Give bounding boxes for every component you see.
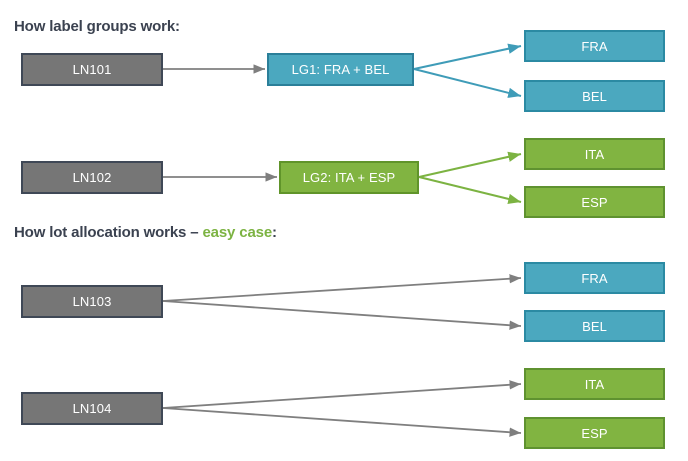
heading-accent-easy-case: easy case [202,224,273,241]
connector-lg2-esp [418,176,522,205]
node-esp-top[interactable]: ESP [524,186,665,218]
node-lg2[interactable]: LG2: ITA + ESP [279,161,419,194]
node-label: ESP [581,194,608,210]
node-label: LN104 [72,401,112,416]
section-heading-lot-allocation: How lot allocation works – easy case: [14,224,277,241]
node-fra-bottom[interactable]: FRA [524,262,665,294]
node-fra-top[interactable]: FRA [524,30,665,62]
node-label: FRA [581,270,608,286]
node-ita-bottom[interactable]: ITA [524,368,665,400]
node-ln101[interactable]: LN101 [21,53,163,86]
node-label: LG2: ITA + ESP [302,170,396,185]
node-ita-top[interactable]: ITA [524,138,665,170]
node-label: ITA [584,376,605,392]
node-label: FRA [581,38,608,54]
node-label: ITA [584,146,605,162]
connector-ln104-esp [162,407,522,437]
connector-ln104-ita [162,380,522,409]
node-label: LN103 [72,294,112,309]
node-label: LN102 [72,170,112,185]
node-esp-bottom[interactable]: ESP [524,417,665,449]
node-ln102[interactable]: LN102 [21,161,163,194]
heading-text-part: How lot allocation works – [14,224,203,241]
node-label: LG1: FRA + BEL [291,62,390,77]
heading-text-part: How label groups work: [14,18,180,35]
node-label: BEL [582,318,607,334]
connector-ln103-fra [162,274,522,302]
node-ln104[interactable]: LN104 [21,392,163,425]
connector-ln103-bel [162,300,522,330]
node-label: BEL [582,88,607,104]
connector-lg1-bel [413,68,522,98]
node-lg1[interactable]: LG1: FRA + BEL [267,53,414,86]
heading-text-part: : [272,224,277,241]
connector-lg2-ita [418,151,522,178]
node-bel-top[interactable]: BEL [524,80,665,112]
node-label: ESP [581,425,608,441]
connector-lg1-fra [413,43,522,70]
section-heading-label-groups: How label groups work: [14,18,180,35]
node-ln103[interactable]: LN103 [21,285,163,318]
node-label: LN101 [72,62,112,77]
node-bel-bottom[interactable]: BEL [524,310,665,342]
